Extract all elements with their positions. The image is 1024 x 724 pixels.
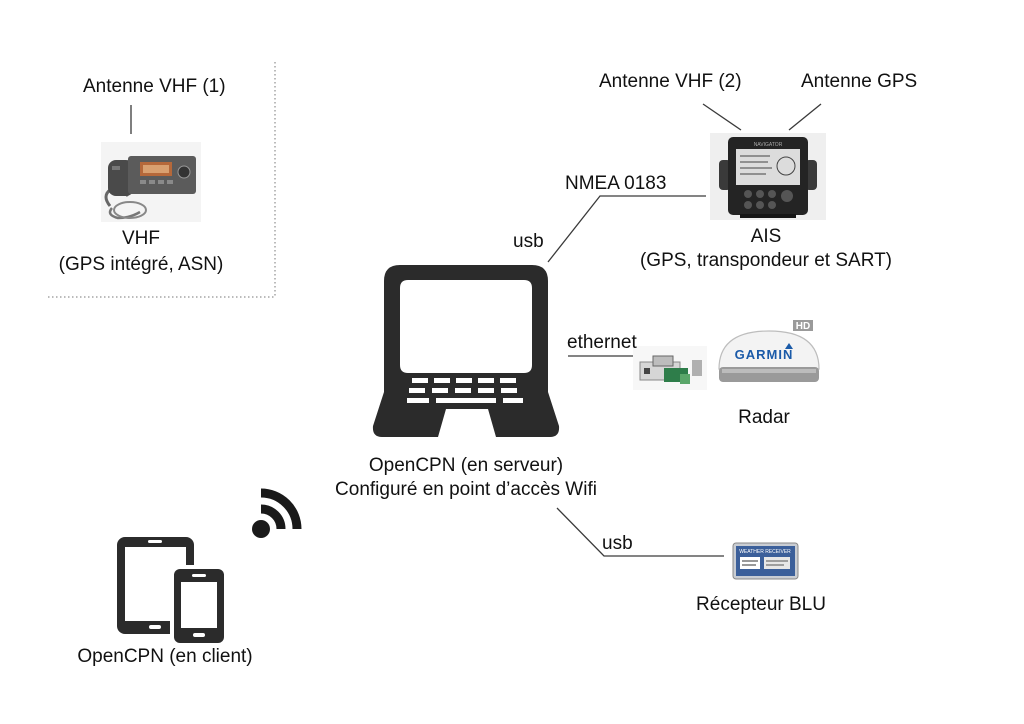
vhf-device-title: VHF — [122, 228, 160, 249]
ais-vhf-antenna-line — [702, 103, 742, 131]
blu-device-label: Récepteur BLU — [696, 594, 826, 615]
svg-text:GARMIN: GARMIN — [735, 347, 794, 362]
wifi-icon — [252, 488, 302, 538]
laptop-icon — [372, 265, 560, 437]
ais-device-subtitle: (GPS, transpondeur et SART) — [639, 250, 893, 271]
ais-gps-antenna-label: Antenne GPS — [801, 71, 918, 92]
vhf-radio-icon — [101, 142, 201, 222]
usb-link-ais — [547, 195, 706, 263]
server-label-line1: OpenCPN (en serveur) — [368, 455, 564, 476]
usb-link-label-blu: usb — [602, 533, 633, 554]
ethernet-link-label: ethernet — [567, 332, 637, 353]
radar-dome-icon: GARMIN HD — [718, 320, 820, 382]
svg-text:NAVIGATOR: NAVIGATOR — [754, 142, 783, 148]
ais-display-icon: NAVIGATOR — [710, 133, 826, 220]
vhf-group-boundary — [48, 62, 276, 298]
blu-receiver-icon: WEATHER RECEIVER — [732, 542, 799, 580]
nmea-protocol-label: NMEA 0183 — [565, 173, 667, 194]
radar-device-label: Radar — [738, 407, 790, 428]
usb-link-blu — [556, 507, 724, 557]
svg-text:WEATHER RECEIVER: WEATHER RECEIVER — [739, 549, 791, 555]
client-label: OpenCPN (en client) — [77, 646, 253, 667]
usb-link-label-ais: usb — [513, 231, 544, 252]
svg-text:HD: HD — [796, 321, 810, 332]
phone-icon — [170, 565, 228, 647]
ais-vhf-antenna-label: Antenne VHF (2) — [599, 71, 742, 92]
server-label-line2: Configuré en point d’accès Wifi — [335, 479, 597, 500]
ethernet-switch-icon — [633, 346, 707, 390]
vhf-antenna-label: Antenne VHF (1) — [83, 76, 226, 97]
vhf-device-subtitle: (GPS intégré, ASN) — [58, 254, 224, 275]
ais-device-title: AIS — [750, 226, 782, 247]
ais-gps-antenna-line — [788, 103, 822, 131]
